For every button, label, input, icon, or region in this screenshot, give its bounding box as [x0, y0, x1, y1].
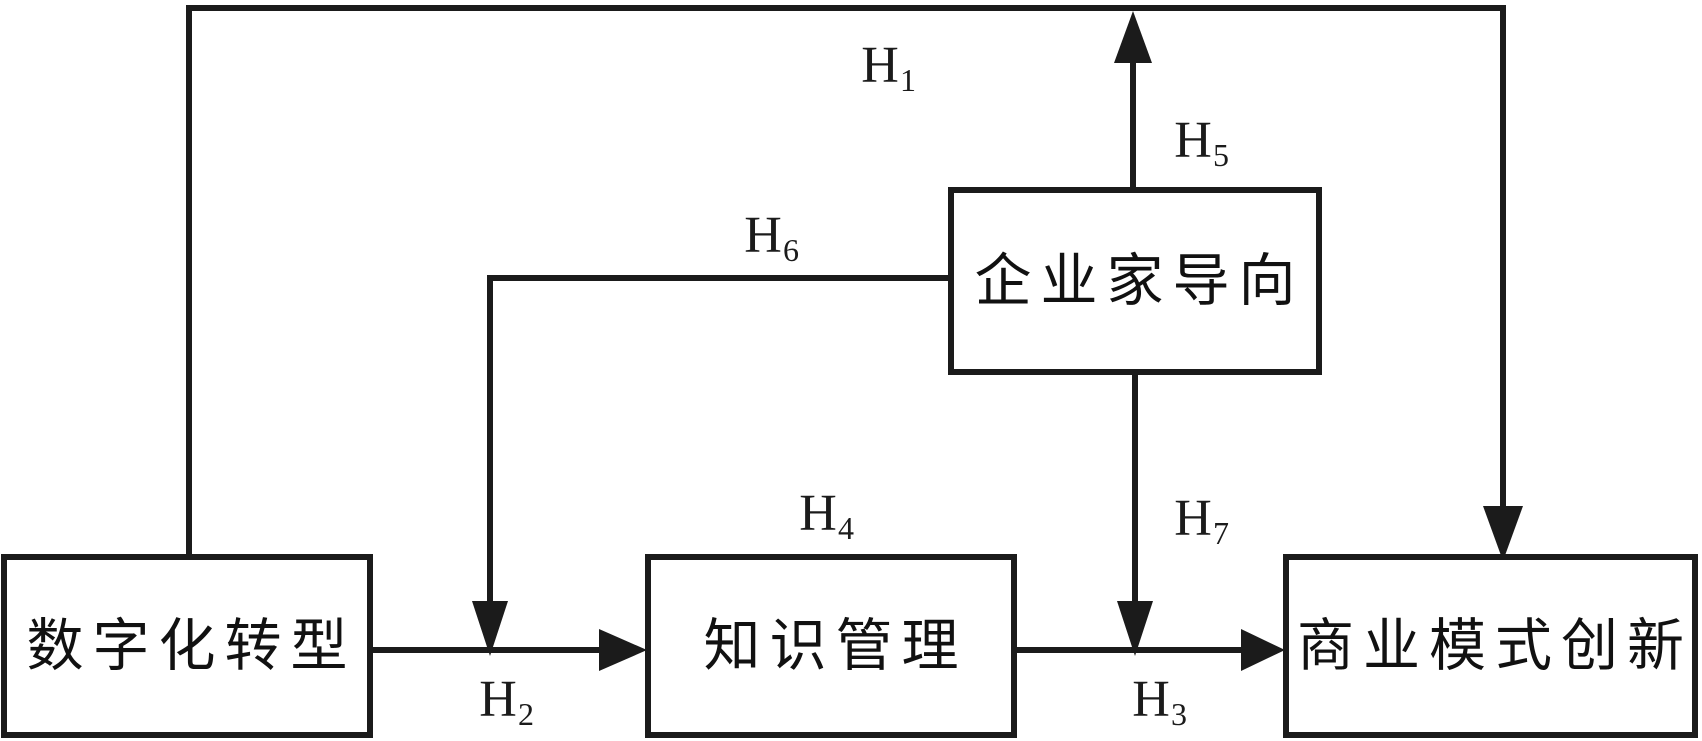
h5-arrowhead-up-icon [1114, 11, 1152, 63]
node-digital-transformation: 数字化转型 [1, 554, 373, 738]
node-business-model-innovation: 商业模式创新 [1283, 554, 1698, 738]
node-entrepreneurial-orientation-label: 企业家导向 [974, 249, 1305, 313]
h6-arrow-line [487, 275, 948, 603]
h4-label: H4 [799, 485, 855, 546]
h6-arrowhead-down-icon [472, 601, 508, 656]
node-digital-transformation-label: 数字化转型 [26, 614, 357, 678]
node-knowledge-management: 知识管理 [645, 554, 1017, 738]
node-entrepreneurial-orientation: 企业家导向 [948, 187, 1322, 375]
h1-label: H1 [861, 37, 917, 98]
node-knowledge-management-label: 知识管理 [703, 614, 968, 678]
h5-label: H5 [1174, 112, 1230, 173]
h1-arrow-line [186, 5, 1506, 556]
h6-label: H6 [744, 207, 800, 268]
h2-label: H2 [479, 671, 535, 732]
h1-arrowhead-down-icon [1483, 506, 1523, 561]
h7-arrowhead-down-icon [1117, 601, 1153, 656]
h7-label: H7 [1174, 490, 1230, 551]
h2-arrowhead-right-icon [599, 629, 647, 671]
h3-arrowhead-right-icon [1241, 629, 1285, 671]
node-business-model-innovation-label: 商业模式创新 [1297, 614, 1693, 678]
h3-label: H3 [1132, 671, 1188, 732]
